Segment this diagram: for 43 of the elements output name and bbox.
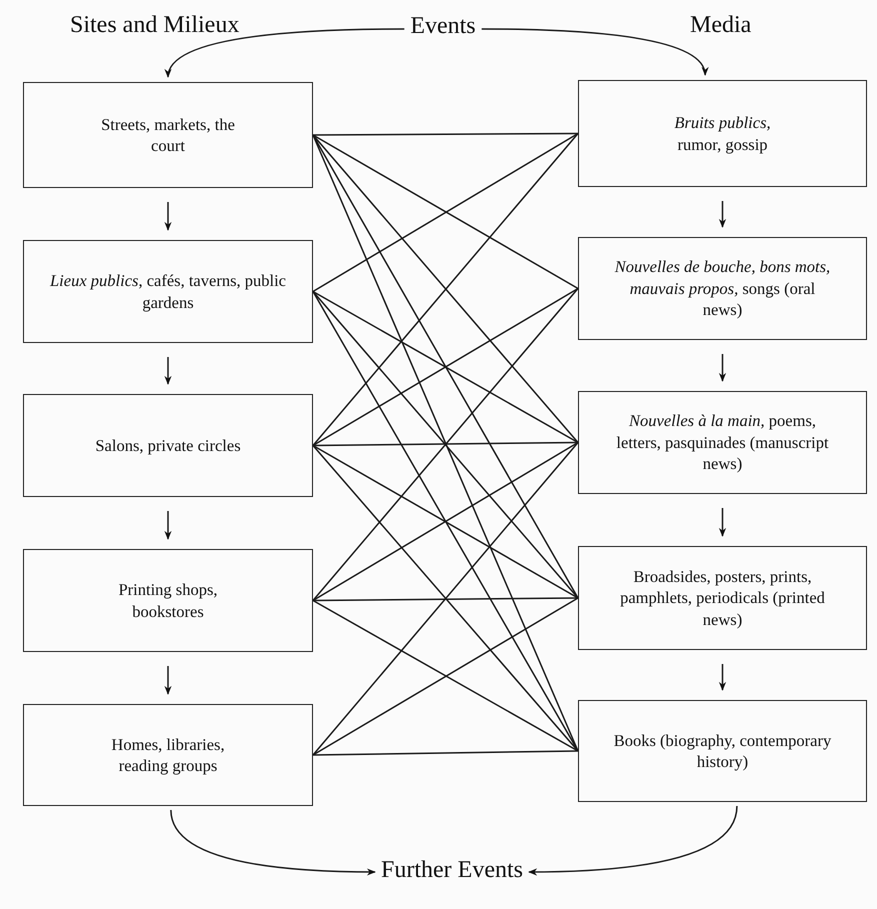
arrow — [164, 511, 172, 540]
arrow — [164, 666, 172, 695]
text-box — [578, 546, 867, 650]
arrow — [718, 664, 726, 691]
text-box — [578, 391, 867, 494]
box-text: Broadsides, posters, prints, pamphlets, periodicals (printed news) — [619, 566, 826, 630]
text-box — [23, 240, 313, 343]
event-label: Further Events — [381, 856, 523, 886]
connector-line — [312, 134, 579, 598]
box-text: Salons, private circles — [95, 434, 241, 456]
arrow — [718, 201, 726, 228]
connector-line — [313, 442, 578, 446]
arrow — [482, 28, 707, 76]
box-text: Nouvelles à la main, poems, letters, pasquinades (manuscript news) — [615, 410, 830, 475]
column-heading: Media — [690, 12, 752, 39]
text-box — [23, 82, 313, 188]
connector-line — [312, 134, 579, 752]
box-text: Books (biography, contemporary history) — [612, 730, 832, 772]
connector-line — [313, 132, 578, 136]
connector-line — [313, 597, 578, 602]
text-box — [578, 80, 867, 187]
connector-line — [312, 750, 578, 756]
text-box — [23, 394, 313, 497]
arrow — [166, 28, 404, 78]
arrow — [718, 508, 726, 537]
column-heading: Sites and Milieux — [70, 12, 240, 39]
text-box — [578, 237, 867, 340]
text-box — [23, 704, 313, 806]
box-text: Lieux publics, cafés, taverns, public gardens — [48, 270, 287, 313]
text-box — [23, 549, 313, 652]
box-text: Homes, libraries, reading groups — [110, 734, 226, 776]
box-text: Streets, markets, the court — [100, 114, 236, 156]
event-label: Events — [410, 12, 476, 42]
box-text: Bruits publics, rumor, gossip — [673, 112, 772, 155]
arrow — [164, 202, 172, 231]
connector-line — [312, 291, 579, 752]
arrow — [528, 806, 738, 876]
arrow — [164, 357, 172, 385]
box-text: Nouvelles de bouche, bons mots, mauvais propos, songs (oral news) — [614, 256, 832, 321]
text-box — [578, 700, 867, 802]
arrow — [170, 810, 376, 876]
box-text: Printing shops, bookstores — [117, 579, 219, 622]
arrow — [718, 354, 726, 382]
